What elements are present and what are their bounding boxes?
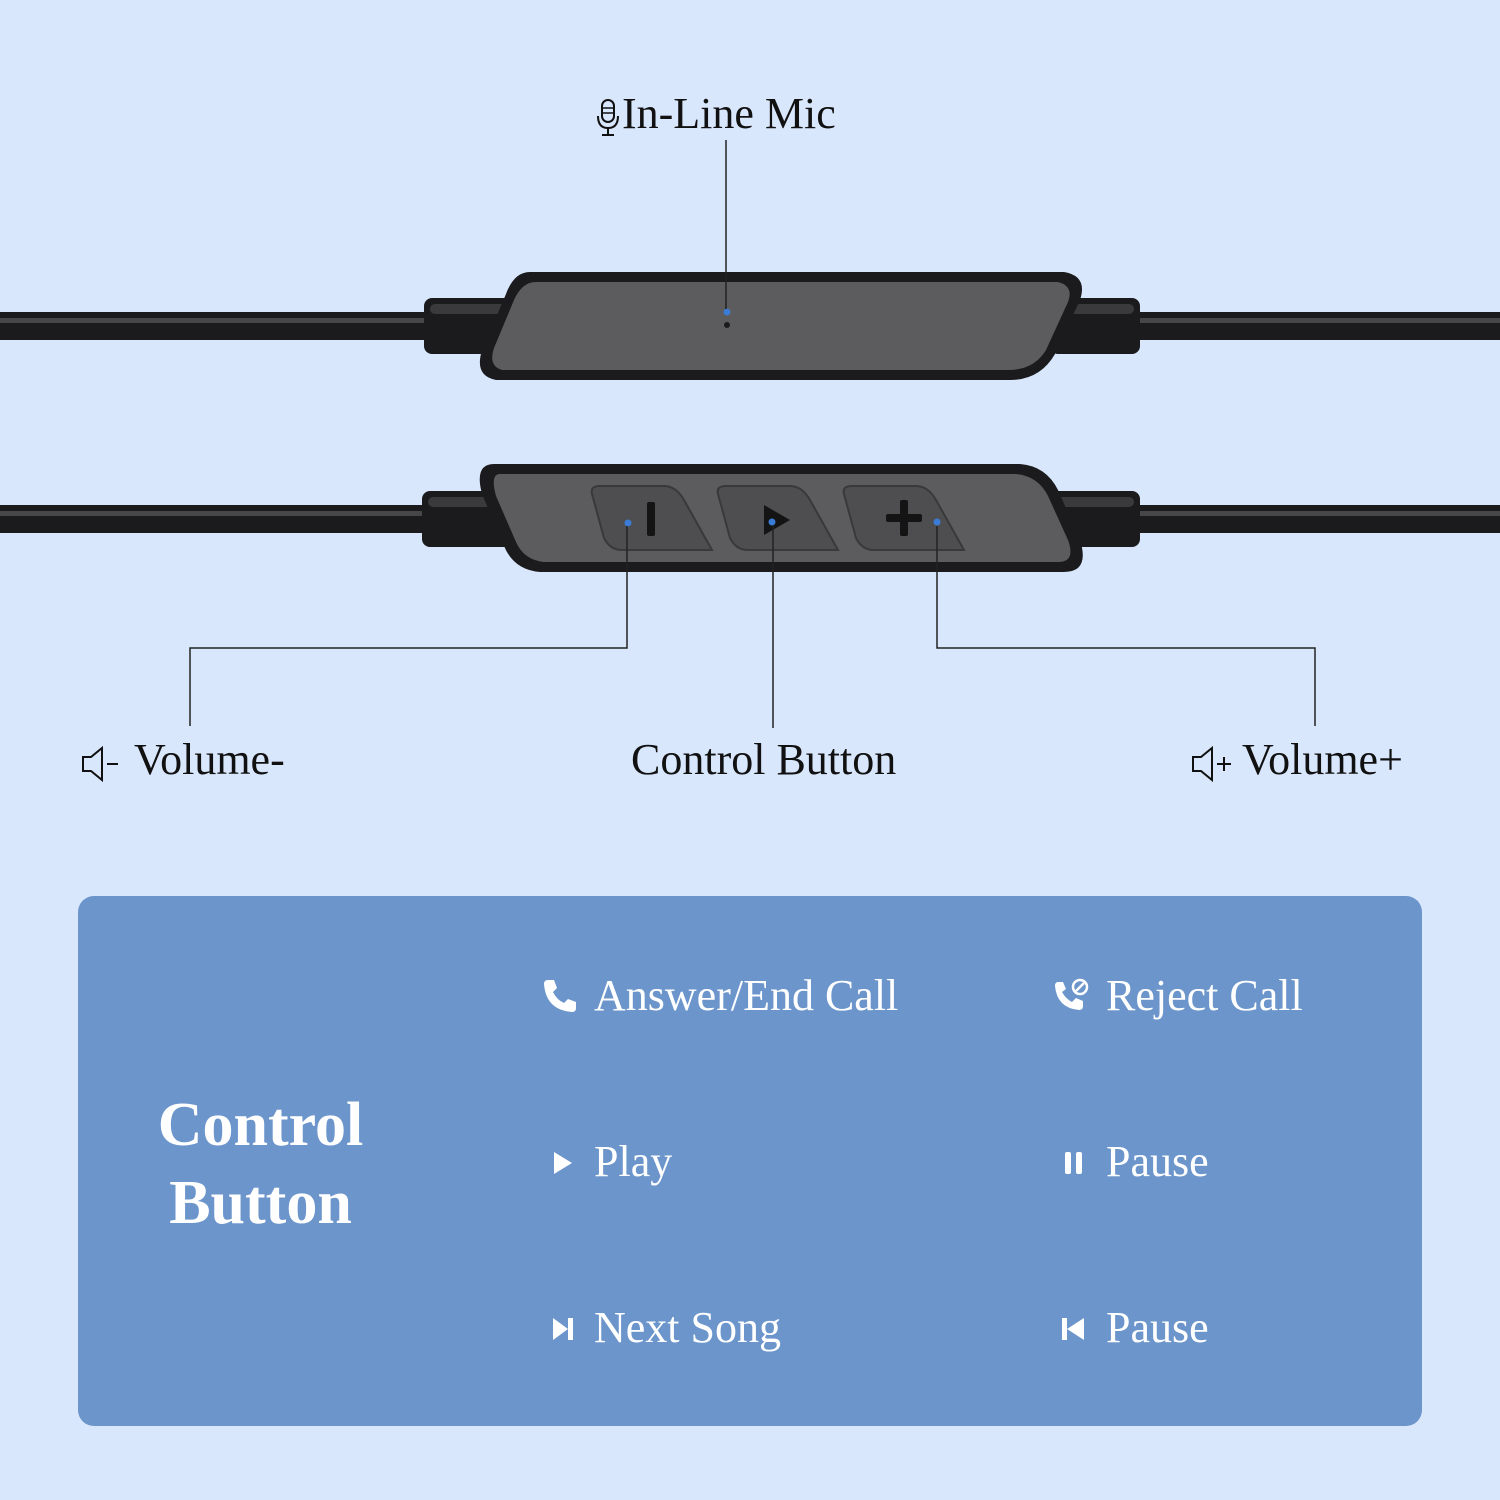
cable-left — [0, 505, 440, 533]
mic-indicator-dot — [723, 308, 731, 316]
next-track-icon — [536, 1306, 584, 1350]
volume-down-indicator-dot — [624, 519, 632, 527]
cable-right — [1120, 312, 1500, 340]
volume-down-label-text: Volume- — [134, 735, 285, 784]
mic-hole — [724, 322, 730, 328]
panel-title: Control Button — [157, 1091, 364, 1237]
function-pause: Pause — [1048, 1140, 1209, 1184]
volume-up-button[interactable] — [842, 485, 966, 551]
volume-down-button[interactable] — [590, 485, 714, 551]
minus-icon — [647, 502, 655, 536]
mic-label: In-Line Mic — [594, 92, 836, 138]
volume-down-label: Volume- — [80, 738, 285, 784]
function-play: Play — [536, 1140, 672, 1184]
function-answer-end-call: Answer/End Call — [536, 974, 898, 1018]
play-icon — [764, 505, 790, 535]
speaker-plus-icon — [1192, 745, 1231, 783]
function-next-song: Next Song — [536, 1306, 781, 1350]
phone-icon — [536, 974, 584, 1018]
volume-up-leader-line — [936, 526, 1316, 726]
volume-up-label-text: Volume+ — [1242, 735, 1403, 784]
reject-call-icon — [1048, 974, 1096, 1018]
headphone-remote-diagram — [0, 140, 1500, 728]
control-unit — [0, 464, 1500, 728]
previous-track-icon — [1048, 1306, 1096, 1350]
speaker-minus-icon — [82, 745, 118, 783]
volume-up-label: Volume+ — [1190, 738, 1403, 784]
play-button[interactable] — [716, 485, 840, 551]
volume-down-leader-line — [189, 526, 628, 726]
mic-label-text: In-Line Mic — [622, 89, 836, 138]
pause-icon — [1048, 1140, 1096, 1184]
control-functions-panel: Control Button Answer/End Call Reject Ca… — [78, 896, 1422, 1426]
function-previous-song: Pause — [1048, 1306, 1209, 1350]
mic-unit — [0, 140, 1500, 380]
microphone-icon — [597, 98, 619, 136]
control-label-text: Control Button — [631, 735, 897, 784]
control-label: Control Button — [631, 738, 896, 782]
play-icon — [536, 1140, 584, 1184]
play-indicator-dot — [768, 518, 776, 526]
cable-right — [1120, 505, 1500, 533]
volume-up-indicator-dot — [933, 518, 941, 526]
cable-left — [0, 312, 440, 340]
function-reject-call: Reject Call — [1048, 974, 1303, 1018]
